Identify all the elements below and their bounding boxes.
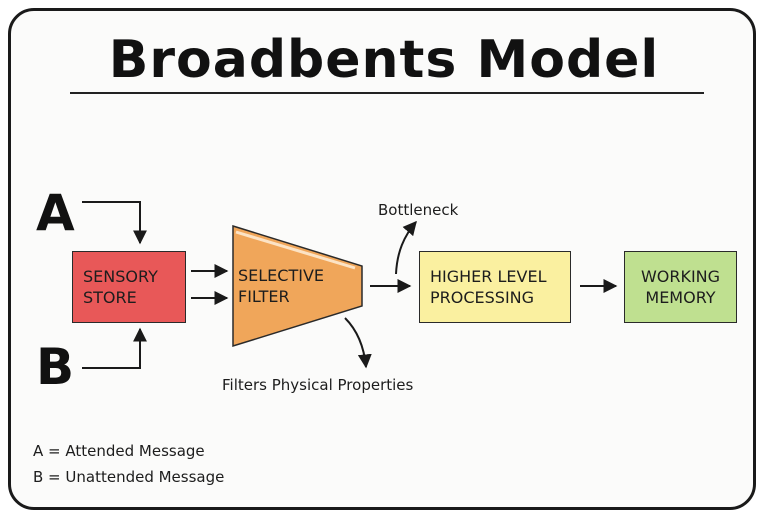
arrow-a-to-sensory: [82, 201, 147, 245]
selective-filter-label: SELECTIVE FILTER: [238, 266, 325, 306]
title-underline: [70, 92, 704, 94]
input-a-label: A: [36, 184, 75, 242]
input-b-label: B: [36, 338, 75, 396]
sensory-store-box: SENSORY STORE: [72, 251, 186, 323]
higher-processing-label: HIGHER LEVEL PROCESSING: [430, 267, 547, 307]
working-memory-box: WORKING MEMORY: [624, 251, 737, 323]
sensory-store-label: SENSORY STORE: [83, 267, 158, 307]
bottleneck-annotation: Bottleneck: [378, 201, 459, 219]
higher-processing-box: HIGHER LEVEL PROCESSING: [419, 251, 571, 323]
diagram-title: Broadbents Model: [108, 30, 660, 90]
arrow-filters-physical: [344, 317, 372, 369]
selective-filter-funnel: [232, 224, 363, 348]
filters-annotation: Filters Physical Properties: [222, 376, 414, 394]
working-memory-label: WORKING MEMORY: [640, 267, 721, 307]
legend-attended: A = Attended Message: [33, 442, 205, 460]
legend-unattended: B = Unattended Message: [33, 468, 225, 486]
arrow-b-to-sensory: [82, 327, 147, 369]
arrow-bottleneck: [395, 220, 417, 275]
